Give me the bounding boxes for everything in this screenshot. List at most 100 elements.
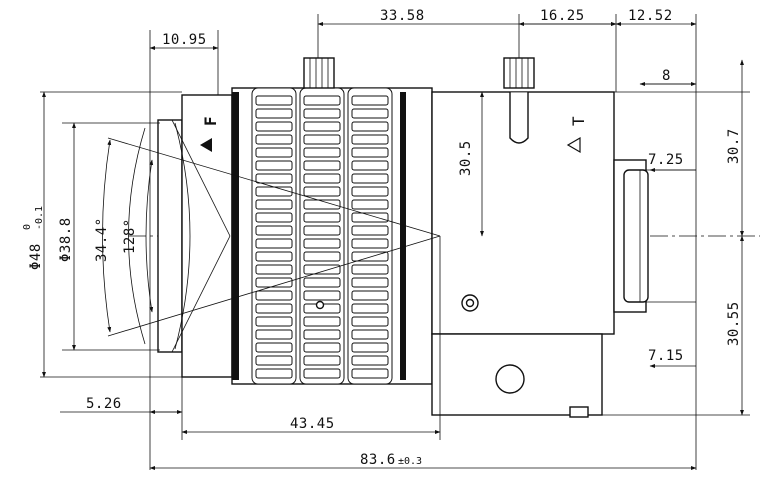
knurl-cell xyxy=(303,277,341,288)
outer-diameter-tol-lower: -0.1 xyxy=(34,206,45,230)
dim-10-95: 10.95 xyxy=(162,32,207,48)
knurl-cell xyxy=(255,303,293,314)
knurl-cell xyxy=(255,342,293,353)
knurl-cell xyxy=(303,121,341,132)
dim-inner-diameter: Φ38.8 xyxy=(58,217,74,262)
extension-lines xyxy=(40,14,750,470)
black-band-right xyxy=(400,92,406,380)
rear-lower-hole xyxy=(495,364,525,394)
iris-mark-letter: T xyxy=(569,116,588,126)
knurl-cell xyxy=(303,238,341,249)
knurl-cell xyxy=(255,121,293,132)
knurl-cell xyxy=(255,186,293,197)
knurl-cell xyxy=(303,355,341,366)
angle-128: 128° xyxy=(122,218,138,254)
dim-12-52: 12.52 xyxy=(628,8,673,24)
total-length-value: 83.6 xyxy=(360,452,396,468)
knurl-cell xyxy=(351,173,389,184)
lens-body xyxy=(157,87,649,418)
knurled-ring-1 xyxy=(251,87,297,385)
angle-34-4: 34.4° xyxy=(94,217,110,262)
knurl-cell xyxy=(303,368,341,379)
knurl-cell xyxy=(303,199,341,210)
knurl-cell xyxy=(255,316,293,327)
knurl-cell xyxy=(351,225,389,236)
knurl-cell xyxy=(255,199,293,210)
knurl-cell xyxy=(351,95,389,106)
knurl-cell xyxy=(255,173,293,184)
front-barrel xyxy=(181,94,233,378)
knurl-cell xyxy=(255,251,293,262)
knurl-cell xyxy=(351,134,389,145)
iris-lock-screw xyxy=(503,57,535,144)
knurl-cell xyxy=(351,355,389,366)
knurl-cell xyxy=(303,95,341,106)
knurl-cell xyxy=(255,147,293,158)
knurl-cell xyxy=(255,290,293,301)
knurl-cell xyxy=(303,134,341,145)
knurl-cell xyxy=(351,316,389,327)
field-of-view-lines xyxy=(102,119,441,353)
knurl-cell xyxy=(351,277,389,288)
knurled-ring-3 xyxy=(347,87,393,385)
dim-30-7: 30.7 xyxy=(726,128,742,164)
knurl-cell xyxy=(303,108,341,119)
knurl-cell xyxy=(351,303,389,314)
knurl-cell xyxy=(351,121,389,132)
side-screw xyxy=(461,294,479,312)
knurl-cell xyxy=(303,342,341,353)
knurl-cell xyxy=(303,290,341,301)
knurl-cell xyxy=(303,316,341,327)
knurl-cell xyxy=(255,264,293,275)
dim-16-25: 16.25 xyxy=(540,8,585,24)
knurled-rings xyxy=(251,87,393,385)
knurl-cell xyxy=(303,251,341,262)
focus-lock-screw xyxy=(303,57,335,89)
focus-ring-dot xyxy=(315,300,325,310)
knurl-cell xyxy=(351,212,389,223)
dim-outer-diameter: Φ48 0 -0.1 xyxy=(22,206,45,270)
knurl-cell xyxy=(351,342,389,353)
knurl-cell xyxy=(255,212,293,223)
total-length-tolerance: ±0.3 xyxy=(398,456,422,467)
dim-30-55: 30.55 xyxy=(726,301,742,346)
dim-30-5: 30.5 xyxy=(458,140,474,176)
knurl-cell xyxy=(351,368,389,379)
dim-7-15: 7.15 xyxy=(648,348,684,364)
knurl-cell xyxy=(303,264,341,275)
knurl-cell xyxy=(303,212,341,223)
knurl-cell xyxy=(351,160,389,171)
dim-8: 8 xyxy=(662,68,671,84)
knurl-cell xyxy=(351,329,389,340)
knurl-cell xyxy=(255,108,293,119)
dimension-lines xyxy=(42,22,744,470)
knurl-cell xyxy=(255,355,293,366)
black-band-left xyxy=(232,92,239,380)
knurl-cell xyxy=(303,147,341,158)
knurl-cell xyxy=(255,238,293,249)
dim-43-45: 43.45 xyxy=(290,416,335,432)
iris-marking: T xyxy=(566,116,588,154)
knurl-cell xyxy=(351,186,389,197)
knurl-cell xyxy=(255,160,293,171)
knurl-cell xyxy=(255,368,293,379)
knurl-cell xyxy=(351,290,389,301)
knurl-cell xyxy=(303,186,341,197)
focus-marking: F xyxy=(200,116,220,152)
dim-7-25: 7.25 xyxy=(648,152,684,168)
knurl-cell xyxy=(351,108,389,119)
outer-diameter-label: Φ48 xyxy=(28,243,44,270)
rear-tab xyxy=(569,406,589,418)
dim-33-58: 33.58 xyxy=(380,8,425,24)
rear-mount-inner xyxy=(623,169,649,303)
knurl-cell xyxy=(303,329,341,340)
knurl-cell xyxy=(303,173,341,184)
knurled-ring-2 xyxy=(299,87,345,385)
knurl-cell xyxy=(255,95,293,106)
knurl-cell xyxy=(255,329,293,340)
knurl-cell xyxy=(351,264,389,275)
outer-diameter-tol-upper: 0 xyxy=(22,224,33,230)
knurl-cell xyxy=(351,199,389,210)
knurl-cell xyxy=(351,147,389,158)
